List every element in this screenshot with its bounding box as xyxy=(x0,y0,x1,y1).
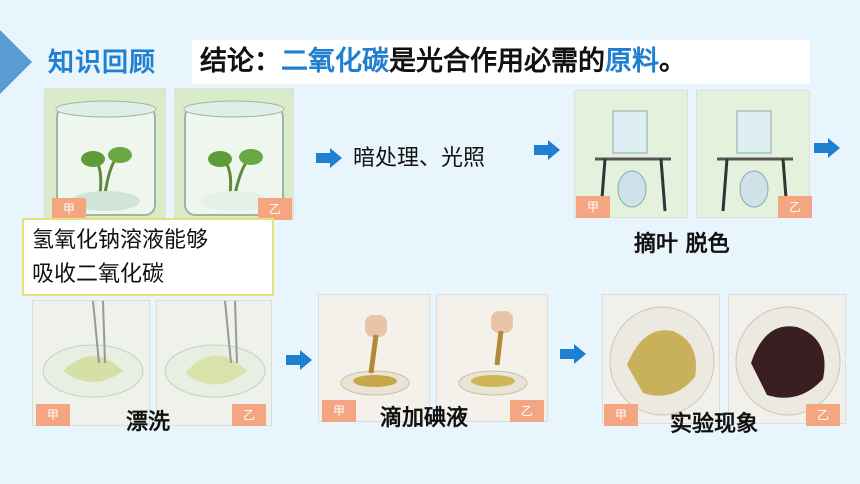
iodine-photo-yi xyxy=(436,294,548,422)
step4-caption: 滴加碘液 xyxy=(380,406,469,431)
result-photo-jia xyxy=(602,294,720,424)
tag-jia-2: 甲 xyxy=(576,196,610,218)
arrow-right-icon xyxy=(316,148,342,168)
corner-triangle xyxy=(0,30,32,94)
conclusion-highlight-material: 原料 xyxy=(605,46,659,77)
conclusion-prefix: 结论： xyxy=(200,46,281,77)
jar-photo-jia xyxy=(44,88,166,220)
tag-yi-1: 乙 xyxy=(258,198,292,220)
tag-jia-3: 甲 xyxy=(36,404,70,426)
tag-yi-2: 乙 xyxy=(778,196,812,218)
naoh-note: 氢氧化钠溶液能够 吸收二氧化碳 xyxy=(22,218,274,296)
tag-jia-4: 甲 xyxy=(322,400,356,422)
rinse-photo-yi xyxy=(156,300,272,426)
result-image-yi xyxy=(729,295,845,423)
step3-caption: 漂洗 xyxy=(126,410,171,435)
review-title: 知识回顾 xyxy=(48,48,157,78)
conclusion-highlight-co2: 二氧化碳 xyxy=(281,46,389,77)
tag-yi-4: 乙 xyxy=(510,400,544,422)
iodine-image-yi xyxy=(437,295,547,421)
rinse-image-yi xyxy=(157,301,271,425)
result-photo-yi xyxy=(728,294,846,424)
process-label: 暗处理、光照 xyxy=(353,146,486,171)
jar-image-jia xyxy=(45,89,165,219)
arrow-right-icon xyxy=(560,344,586,364)
tag-yi-5: 乙 xyxy=(806,404,840,426)
arrow-right-icon xyxy=(534,140,560,160)
arrow-right-icon xyxy=(286,350,312,370)
iodine-photo-jia xyxy=(318,294,430,422)
tag-jia-1: 甲 xyxy=(52,198,86,220)
conclusion-end: 。 xyxy=(659,46,686,77)
step2-caption: 摘叶 脱色 xyxy=(634,232,730,257)
tag-yi-3: 乙 xyxy=(232,404,266,426)
result-image-jia xyxy=(603,295,719,423)
note-line-2: 吸收二氧化碳 xyxy=(32,262,165,287)
conclusion-banner: 结论：二氧化碳是光合作用必需的原料。 xyxy=(192,40,810,84)
conclusion-middle: 是光合作用必需的 xyxy=(389,46,605,77)
note-line-1: 氢氧化钠溶液能够 xyxy=(32,228,209,253)
tag-jia-5: 甲 xyxy=(604,404,638,426)
arrow-right-icon xyxy=(814,138,840,158)
jar-image-yi xyxy=(175,89,293,219)
step5-caption: 实验现象 xyxy=(670,412,759,437)
